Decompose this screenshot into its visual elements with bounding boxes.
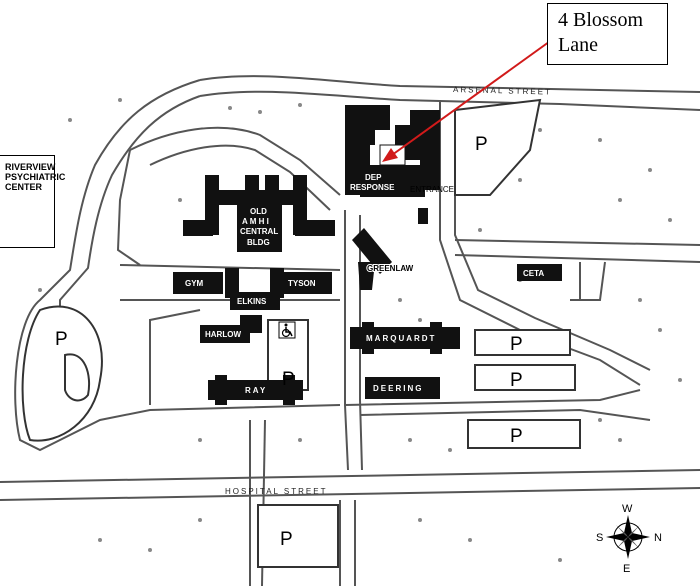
arsenal-street-label: ARSENAL STREET (453, 85, 552, 97)
label-ray: RAY (245, 386, 267, 395)
location-arrow (382, 33, 561, 162)
label-marquardt: MARQUARDT (366, 334, 436, 343)
compass-w: E (623, 563, 630, 575)
parking-labels: P P P P P P P (55, 134, 523, 550)
building-deering[interactable] (365, 377, 440, 399)
building-dep-response[interactable] (345, 105, 440, 224)
label-harlow: HARLOW (205, 330, 241, 339)
callout-line-1: 4 Blossom (558, 9, 644, 31)
building-ceta[interactable] (517, 264, 562, 281)
parking-label: P (510, 370, 523, 391)
parking-lot-ballfield (21, 305, 103, 442)
wheelchair-icon (278, 321, 296, 339)
vegetation-dots (38, 98, 682, 562)
hospital-street-label: HOSPITAL STREET (225, 487, 327, 496)
campus-label-line-2: PSYCHIATRIC (5, 172, 66, 182)
building-ray[interactable] (208, 375, 303, 405)
building-elkins[interactable] (225, 268, 284, 310)
campus-label-line-1: RIVERVIEW (5, 162, 56, 172)
parking-lot-right-1 (474, 329, 571, 356)
label-entrance: ENTRANCE (410, 185, 454, 194)
label-elkins: ELKINS (237, 297, 267, 306)
parking-lots (21, 98, 581, 568)
parking-lot-south (257, 504, 339, 568)
parking-lot-right-2 (474, 364, 576, 391)
compass-e: N (654, 532, 662, 544)
compass-s: S (596, 532, 603, 544)
label-dep-2: RESPONSE (350, 183, 395, 192)
campus-label-line-3: CENTER (5, 182, 43, 192)
parking-label: P (510, 426, 523, 447)
building-greenlaw[interactable] (352, 228, 392, 290)
buildings (173, 105, 562, 405)
compass-rose-icon (606, 515, 650, 559)
label-gym: GYM (185, 279, 204, 288)
label-amhi-4: BLDG (247, 238, 270, 247)
callout-line-2: Lane (558, 34, 598, 56)
label-amhi-3: CENTRAL (240, 227, 278, 236)
parking-lot-north (454, 98, 542, 196)
address-callout: 4 Blossom Lane (547, 3, 668, 65)
label-greenlaw: GREENLAW (367, 264, 414, 273)
label-ceta: CETA (523, 269, 544, 278)
building-labels: DEP RESPONSE ENTRANCE OLD A M H I CENTRA… (185, 173, 544, 395)
parking-label: P (282, 369, 295, 390)
parking-label: P (475, 134, 488, 155)
building-gym[interactable] (173, 272, 223, 294)
label-dep-1: DEP (365, 173, 382, 182)
label-amhi-1: OLD (250, 207, 267, 216)
label-deering: DEERING (373, 384, 423, 393)
parking-lot-right-3 (467, 419, 581, 449)
parking-label: P (510, 334, 523, 355)
label-tyson: TYSON (288, 279, 316, 288)
building-tyson[interactable] (280, 272, 332, 294)
compass-n: W (622, 503, 633, 515)
road-network (0, 75, 700, 586)
parking-label: P (280, 529, 293, 550)
label-amhi-2: A M H I (242, 217, 269, 226)
campus-label-box: RIVERVIEW PSYCHIATRIC CENTER (0, 155, 66, 248)
building-harlow[interactable] (200, 325, 250, 343)
building-marquardt[interactable] (350, 322, 460, 354)
parking-label: P (55, 329, 68, 350)
building-old-amhi-central[interactable] (183, 175, 335, 252)
